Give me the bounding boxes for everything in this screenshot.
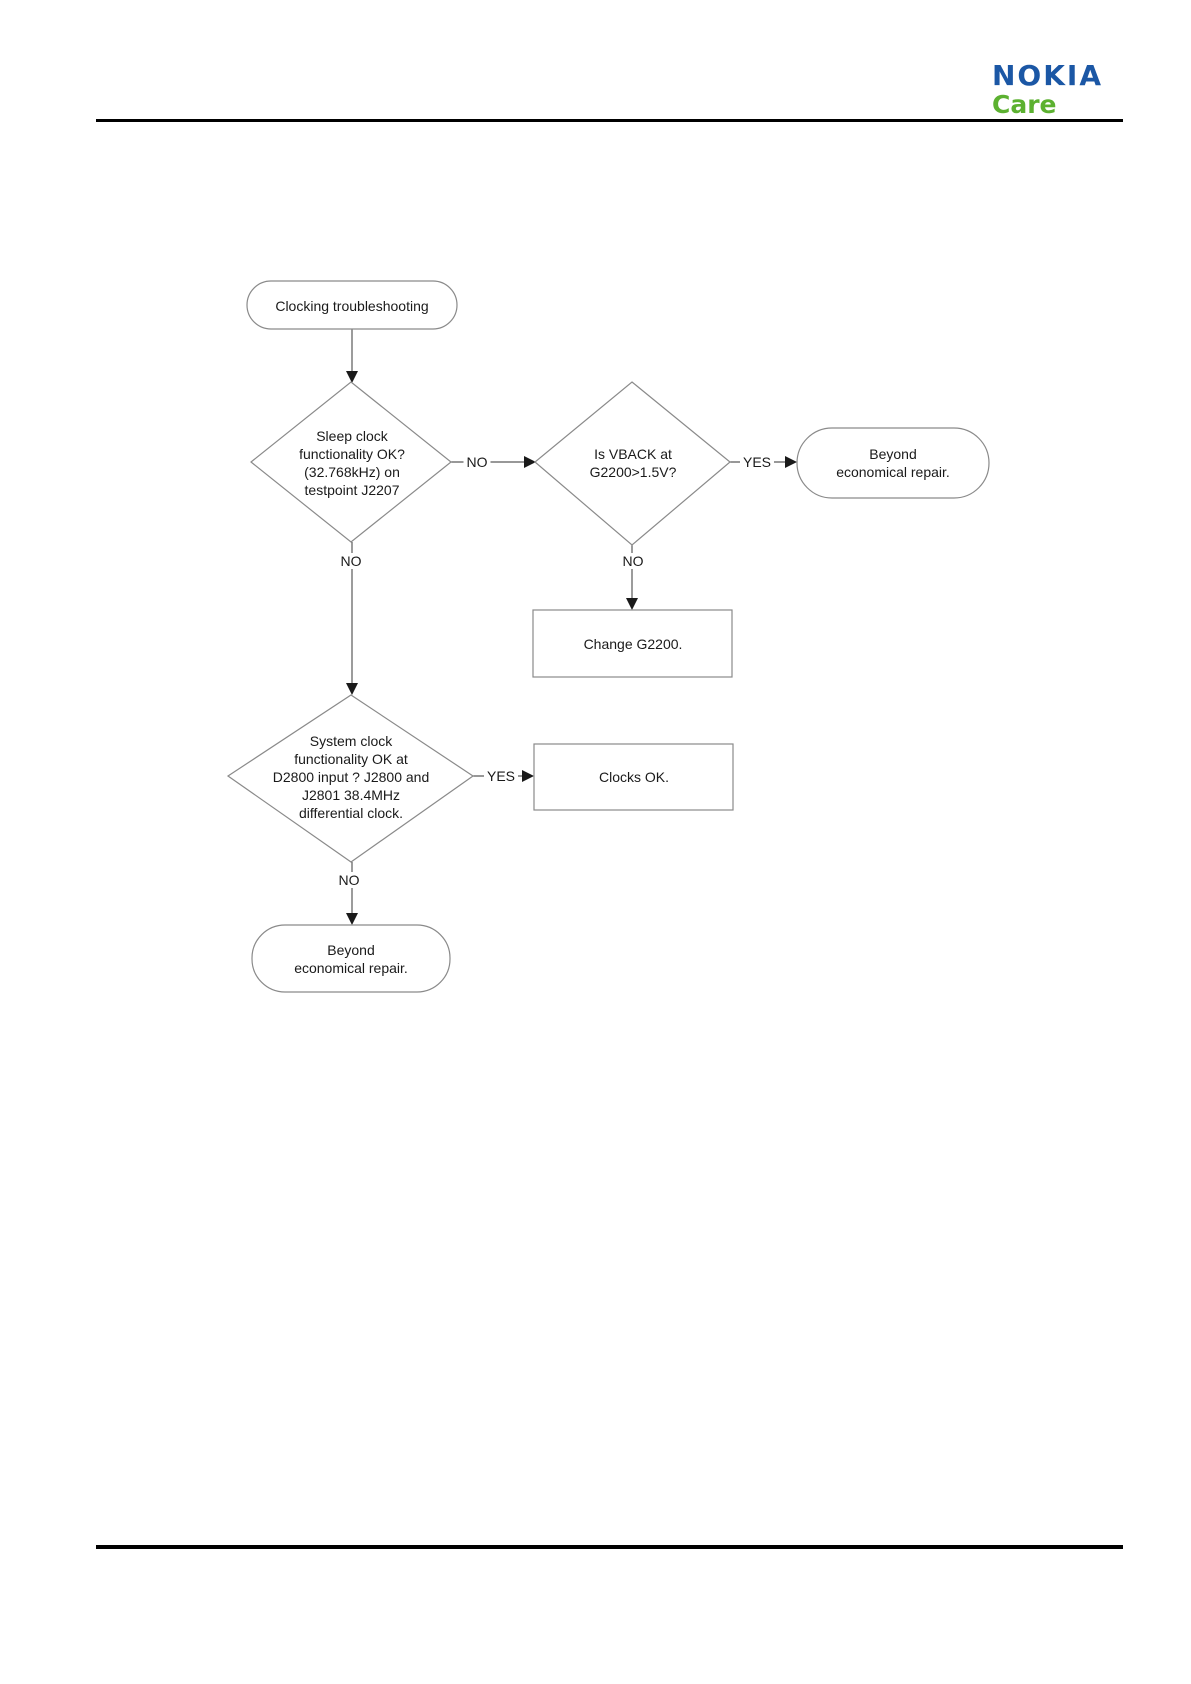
process-box-change-g2200 [532, 609, 733, 678]
terminator-start [246, 280, 458, 330]
terminator-beyond-repair-top [796, 427, 990, 499]
decision-sleep-clock-label: Sleep clock functionality OK? (32.768kHz… [299, 427, 405, 499]
text-line: (32.768kHz) on [304, 464, 400, 480]
process-clocks-ok-label: Clocks OK. [598, 769, 670, 785]
edge-label-d3-right-yes: YES [483, 768, 519, 784]
start-node-label: Clocking troubleshooting [275, 298, 429, 314]
text-line: economical repair. [836, 464, 950, 480]
arrowheads [346, 371, 797, 925]
arrowhead-right-d2 [524, 456, 536, 468]
nokia-care-logo: NOKIA Care [992, 59, 1104, 119]
text-line: economical repair. [294, 960, 408, 976]
text-line: functionality OK at [294, 751, 408, 767]
decision-diamond-system-clock [226, 694, 475, 863]
nokia-wordmark: NOKIA [992, 59, 1104, 92]
edge-label-d3-down-no: NO [335, 872, 363, 888]
arrowhead-down-change [626, 598, 638, 610]
arrowhead-right-clocks-ok [522, 770, 534, 782]
decision-vback-label: Is VBACK at G2200>1.5V? [590, 445, 677, 481]
text-line: testpoint J2207 [304, 482, 400, 498]
text-line: Beyond [869, 446, 917, 462]
edge-label-d2-down-no: NO [619, 553, 647, 569]
text-line: functionality OK? [299, 446, 405, 462]
text-line: D2800 input ? J2800 and [272, 769, 430, 785]
edge-label-d1-right-no: NO [463, 454, 491, 470]
decision-diamond-sleep-clock [250, 381, 452, 543]
end-beyond-top-label: Beyond economical repair. [836, 445, 950, 481]
node-shapes [226, 280, 990, 993]
care-wordmark: Care [992, 90, 1057, 119]
terminator-beyond-repair-bottom [251, 924, 451, 993]
arrowhead-down-d1 [346, 371, 358, 383]
process-box-clocks-ok [533, 743, 734, 811]
process-change-g2200-label: Change G2200. [583, 636, 683, 652]
text-line: Sleep clock [316, 428, 388, 444]
decision-system-clock-label: System clock functionality OK at D2800 i… [273, 732, 429, 822]
decision-diamond-vback [534, 381, 731, 546]
header-rule [96, 119, 1123, 122]
text-line: Beyond [327, 942, 375, 958]
text-line: G2200>1.5V? [589, 464, 677, 480]
footer-rule [96, 1545, 1123, 1549]
arrowhead-down-end-bottom [346, 913, 358, 925]
text-line: Is VBACK at [594, 446, 672, 462]
text-line: J2801 38.4MHz [301, 787, 401, 803]
text-line: differential clock. [298, 805, 403, 821]
arrowhead-down-d3 [346, 683, 358, 695]
text-line: System clock [309, 733, 393, 749]
end-beyond-bottom-label: Beyond economical repair. [294, 941, 408, 977]
arrowhead-right-end-top [785, 456, 797, 468]
edge-label-d2-right-yes: YES [739, 454, 775, 470]
edge-label-d1-down-no: NO [337, 553, 365, 569]
